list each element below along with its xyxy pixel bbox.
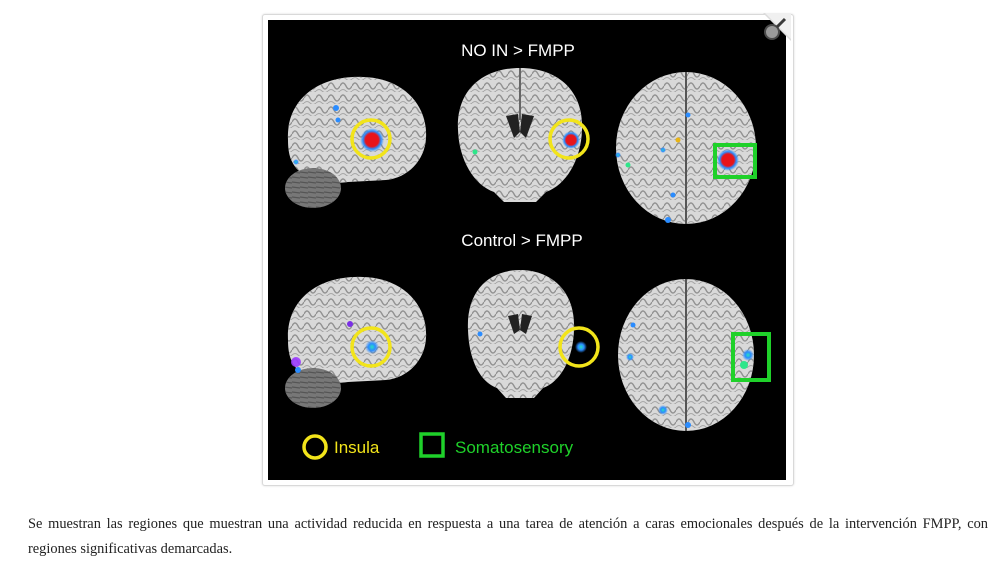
top-title: NO IN > FMPP [461, 41, 575, 60]
coronal-slice-bottom [467, 270, 600, 398]
insula-marker [350, 326, 392, 368]
coronal-slice-top [457, 68, 590, 202]
insula-marker [558, 326, 600, 368]
legend-somatosensory-swatch [419, 432, 445, 458]
figure-caption: Se muestran las regiones que muestran un… [28, 516, 988, 557]
activation-blob [360, 128, 384, 152]
magnifier-icon [763, 13, 791, 41]
insula-marker [548, 118, 590, 160]
legend: Insula Somatosensory [302, 432, 574, 460]
zoom-button[interactable] [757, 13, 791, 47]
activation-blob [562, 131, 580, 149]
axial-slice-top [615, 72, 757, 224]
bottom-title: Control > FMPP [461, 231, 582, 250]
brain-figure-svg: NO IN > FMPP Control > FMPP [285, 41, 771, 460]
axial-slice-bottom [618, 279, 771, 431]
legend-somatosensory-label: Somatosensory [455, 438, 574, 457]
brain-figure: NO IN > FMPP Control > FMPP [268, 20, 786, 480]
insula-marker [350, 118, 392, 160]
somatosensory-marker [713, 143, 757, 179]
legend-insula-label: Insula [334, 438, 380, 457]
sagittal-slice-top [285, 76, 427, 208]
somatosensory-marker [731, 332, 771, 382]
legend-insula-swatch [302, 434, 328, 460]
sagittal-slice-bottom [285, 276, 427, 408]
